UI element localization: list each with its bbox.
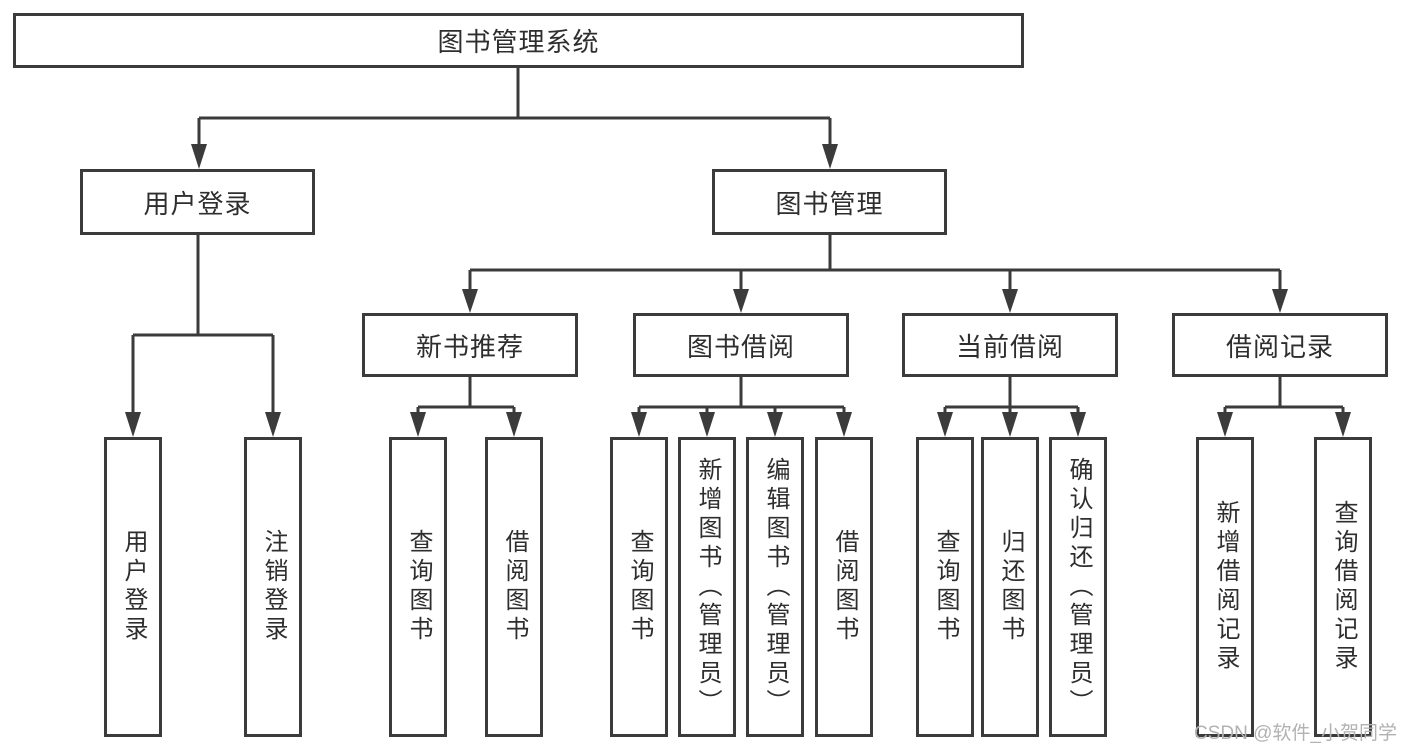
node-leaf-borrow-books: 借阅图书 bbox=[485, 437, 543, 737]
node-label: 图书管理系统 bbox=[437, 27, 600, 57]
node-borrowing-records: 借阅记录 bbox=[1172, 313, 1388, 377]
node-label: 借阅图书 bbox=[831, 529, 858, 645]
node-new-book-recommendation: 新书推荐 bbox=[362, 313, 578, 377]
node-label: 借阅记录 bbox=[1225, 331, 1334, 362]
node-leaf-query-books: 查询图书 bbox=[916, 437, 974, 737]
node-leaf-user-login: 用户登录 bbox=[104, 437, 162, 737]
node-leaf-edit-books-admin: 编辑图书（管理员） bbox=[746, 437, 804, 737]
node-library-management-system: 图书管理系统 bbox=[13, 13, 1024, 68]
node-leaf-return-books: 归还图书 bbox=[981, 437, 1039, 737]
node-label: 图书借阅 bbox=[686, 331, 795, 362]
node-label: 借阅图书 bbox=[501, 529, 528, 645]
node-label: 查询图书 bbox=[932, 529, 959, 645]
node-label: 归还图书 bbox=[997, 529, 1024, 645]
node-label: 新增借阅记录 bbox=[1212, 500, 1239, 674]
node-leaf-logout: 注销登录 bbox=[244, 437, 302, 737]
node-label: 查询图书 bbox=[405, 529, 432, 645]
node-label: 注销登录 bbox=[260, 529, 287, 645]
node-label: 查询图书 bbox=[626, 529, 653, 645]
node-label: 编辑图书（管理员） bbox=[762, 456, 789, 718]
node-book-borrowing: 图书借阅 bbox=[633, 313, 849, 377]
node-label: 图书管理 bbox=[775, 188, 884, 219]
node-label: 新书推荐 bbox=[415, 331, 524, 362]
node-label: 用户登录 bbox=[120, 529, 147, 645]
csdn-watermark: CSDN @软件_小贺同学 bbox=[1194, 723, 1397, 744]
node-leaf-query-borrow-record: 查询借阅记录 bbox=[1314, 437, 1372, 737]
node-leaf-add-borrow-record: 新增借阅记录 bbox=[1196, 437, 1254, 737]
node-label: 当前借阅 bbox=[955, 331, 1064, 362]
node-label: 新增图书（管理员） bbox=[694, 456, 721, 718]
node-current-borrowing: 当前借阅 bbox=[902, 313, 1118, 377]
node-leaf-confirm-return-admin: 确认归还（管理员） bbox=[1049, 437, 1107, 737]
node-book-management: 图书管理 bbox=[712, 169, 947, 235]
node-leaf-query-books: 查询图书 bbox=[610, 437, 668, 737]
node-leaf-add-books-admin: 新增图书（管理员） bbox=[678, 437, 736, 737]
node-leaf-query-books: 查询图书 bbox=[389, 437, 447, 737]
node-label: 用户登录 bbox=[143, 188, 252, 219]
node-label: 确认归还（管理员） bbox=[1065, 456, 1092, 718]
node-leaf-borrow-books: 借阅图书 bbox=[815, 437, 873, 737]
arrowheads bbox=[125, 144, 1351, 437]
node-label: 查询借阅记录 bbox=[1330, 500, 1357, 674]
node-user-login: 用户登录 bbox=[80, 169, 315, 235]
